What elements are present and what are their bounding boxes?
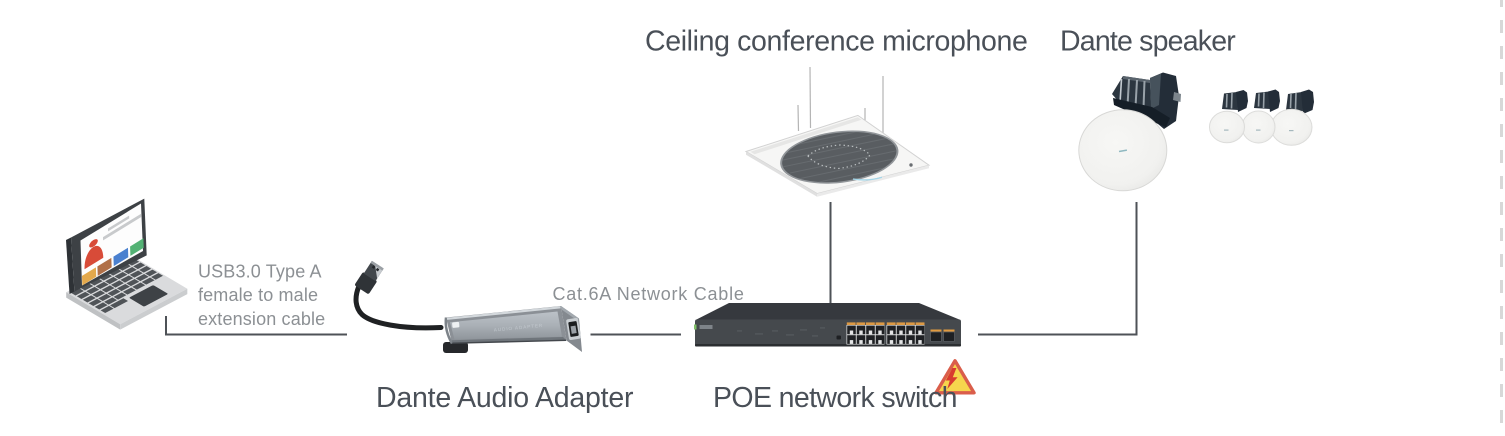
svg-text:female to male: female to male xyxy=(198,285,318,305)
svg-text:AUDIO ADAPTER: AUDIO ADAPTER xyxy=(494,323,544,333)
svg-text:POE network switch: POE network switch xyxy=(713,382,957,414)
svg-text:Ceiling conference microphone: Ceiling conference microphone xyxy=(645,26,1027,58)
svg-text:Dante speaker: Dante speaker xyxy=(1060,26,1236,58)
svg-text:Dante Audio Adapter: Dante Audio Adapter xyxy=(376,382,634,414)
svg-text:Cat.6A Network Cable: Cat.6A Network Cable xyxy=(553,284,745,304)
svg-text:USB3.0 Type A: USB3.0 Type A xyxy=(198,262,322,282)
svg-text:extension cable: extension cable xyxy=(198,309,325,329)
